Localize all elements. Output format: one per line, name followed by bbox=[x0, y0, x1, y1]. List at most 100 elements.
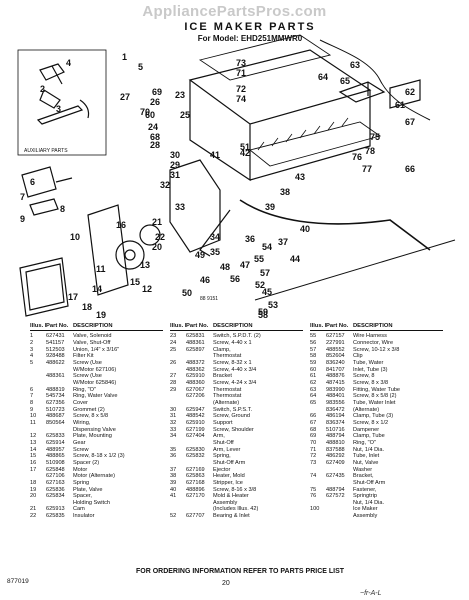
illus-number: 12 bbox=[30, 433, 37, 440]
part-number: 488552 bbox=[326, 346, 345, 353]
table-row: (Alternate) bbox=[170, 400, 303, 407]
part-description: Screw, 8 x 1/2 bbox=[353, 419, 389, 426]
part-description: W/Motor 625846) bbox=[73, 380, 117, 386]
part-description: (Alternate) bbox=[353, 406, 380, 413]
callout: 74 bbox=[236, 94, 246, 104]
callout: 33 bbox=[175, 202, 185, 212]
illus-number: 26 bbox=[170, 360, 177, 367]
part-description: Wiring, bbox=[73, 419, 91, 426]
callout: 58 bbox=[258, 310, 268, 320]
callout: 50 bbox=[182, 288, 192, 298]
illus-number bbox=[30, 373, 46, 380]
part-number: 983556 bbox=[326, 399, 345, 406]
part-number: 488372 bbox=[186, 360, 205, 367]
callout: 59 bbox=[258, 307, 268, 317]
callout: 3 bbox=[56, 104, 61, 114]
part-number: 928488 bbox=[46, 353, 65, 360]
illus-number: 58 bbox=[310, 353, 317, 360]
table-row: Nut, 1/4 Dia. bbox=[310, 500, 443, 507]
illus-number: 20 bbox=[30, 493, 37, 500]
callout: 37 bbox=[278, 237, 288, 247]
callout: 7 bbox=[20, 192, 25, 202]
part-number: 627106 bbox=[46, 473, 65, 480]
illus-number: 16 bbox=[30, 459, 37, 466]
part-number bbox=[326, 480, 353, 487]
part-description: Insulator bbox=[73, 513, 95, 520]
part-number bbox=[46, 500, 73, 507]
part-number: 488865 bbox=[46, 453, 65, 460]
header-illus: Illus. No. bbox=[170, 323, 186, 329]
illus-number: 55 bbox=[310, 333, 317, 340]
diagram-ref-code: 88 9151 bbox=[200, 296, 218, 302]
part-number bbox=[326, 467, 353, 474]
part-number bbox=[46, 427, 73, 434]
part-number: 983990 bbox=[326, 386, 345, 393]
part-number: 836240 bbox=[326, 360, 345, 367]
illus-number: 52 bbox=[170, 513, 177, 520]
callout: 13 bbox=[140, 260, 150, 270]
part-number: 625913 bbox=[46, 506, 65, 513]
illus-number: 100 bbox=[310, 506, 320, 513]
part-description: Heater, Mold bbox=[213, 473, 245, 480]
part-number: 627168 bbox=[186, 479, 205, 486]
part-description: Spacer (2) bbox=[73, 459, 100, 466]
part-number: 488622 bbox=[46, 360, 65, 367]
header-illus: Illus. No. bbox=[310, 323, 326, 329]
part-number: 625910 bbox=[186, 373, 205, 380]
callout: 12 bbox=[142, 284, 152, 294]
illus-number bbox=[170, 460, 186, 467]
illus-number: 13 bbox=[30, 439, 37, 446]
illus-number: 14 bbox=[30, 446, 37, 453]
illus-number: 73 bbox=[310, 459, 317, 466]
watermark: AppliancePartsPros.com bbox=[142, 3, 327, 20]
part-description: Screw, Ground bbox=[213, 413, 250, 420]
part-description: Connector, Wire bbox=[353, 340, 394, 347]
page-number: 20 bbox=[222, 580, 230, 587]
callout: 70 bbox=[140, 107, 150, 117]
callout: 24 bbox=[148, 122, 158, 132]
part-number bbox=[326, 513, 353, 520]
illus-number: 10 bbox=[30, 413, 37, 420]
illus-number: 63 bbox=[310, 386, 317, 393]
table-row: Assembly bbox=[170, 500, 303, 507]
ejector-blades bbox=[257, 117, 349, 151]
part-description: Wire Harness bbox=[353, 333, 387, 340]
part-description: Filter Kit bbox=[73, 353, 94, 360]
part-number: 627163 bbox=[46, 479, 65, 486]
gear bbox=[139, 224, 161, 246]
part-number: 625836 bbox=[46, 486, 65, 493]
header-illus: Illus. No. bbox=[30, 323, 46, 329]
header-part: Part No. bbox=[186, 323, 209, 329]
part-number bbox=[326, 506, 353, 513]
part-number: 545734 bbox=[46, 393, 65, 400]
parts-column-3: Illus. No. Part No. DESCRIPTION 55627157… bbox=[310, 323, 443, 520]
illus-number: 6 bbox=[30, 386, 34, 393]
part-number: 486292 bbox=[326, 453, 345, 460]
part-number: 850564 bbox=[46, 419, 65, 426]
callout: 51 bbox=[240, 142, 250, 152]
callout: 23 bbox=[175, 90, 185, 100]
illus-number: 57 bbox=[310, 346, 317, 353]
illus-number: 41 bbox=[170, 493, 177, 500]
aux-tube bbox=[36, 99, 90, 125]
callout: 53 bbox=[268, 300, 278, 310]
table-row: Dispensing Valve bbox=[30, 427, 163, 434]
part-number: 488876 bbox=[326, 373, 345, 380]
